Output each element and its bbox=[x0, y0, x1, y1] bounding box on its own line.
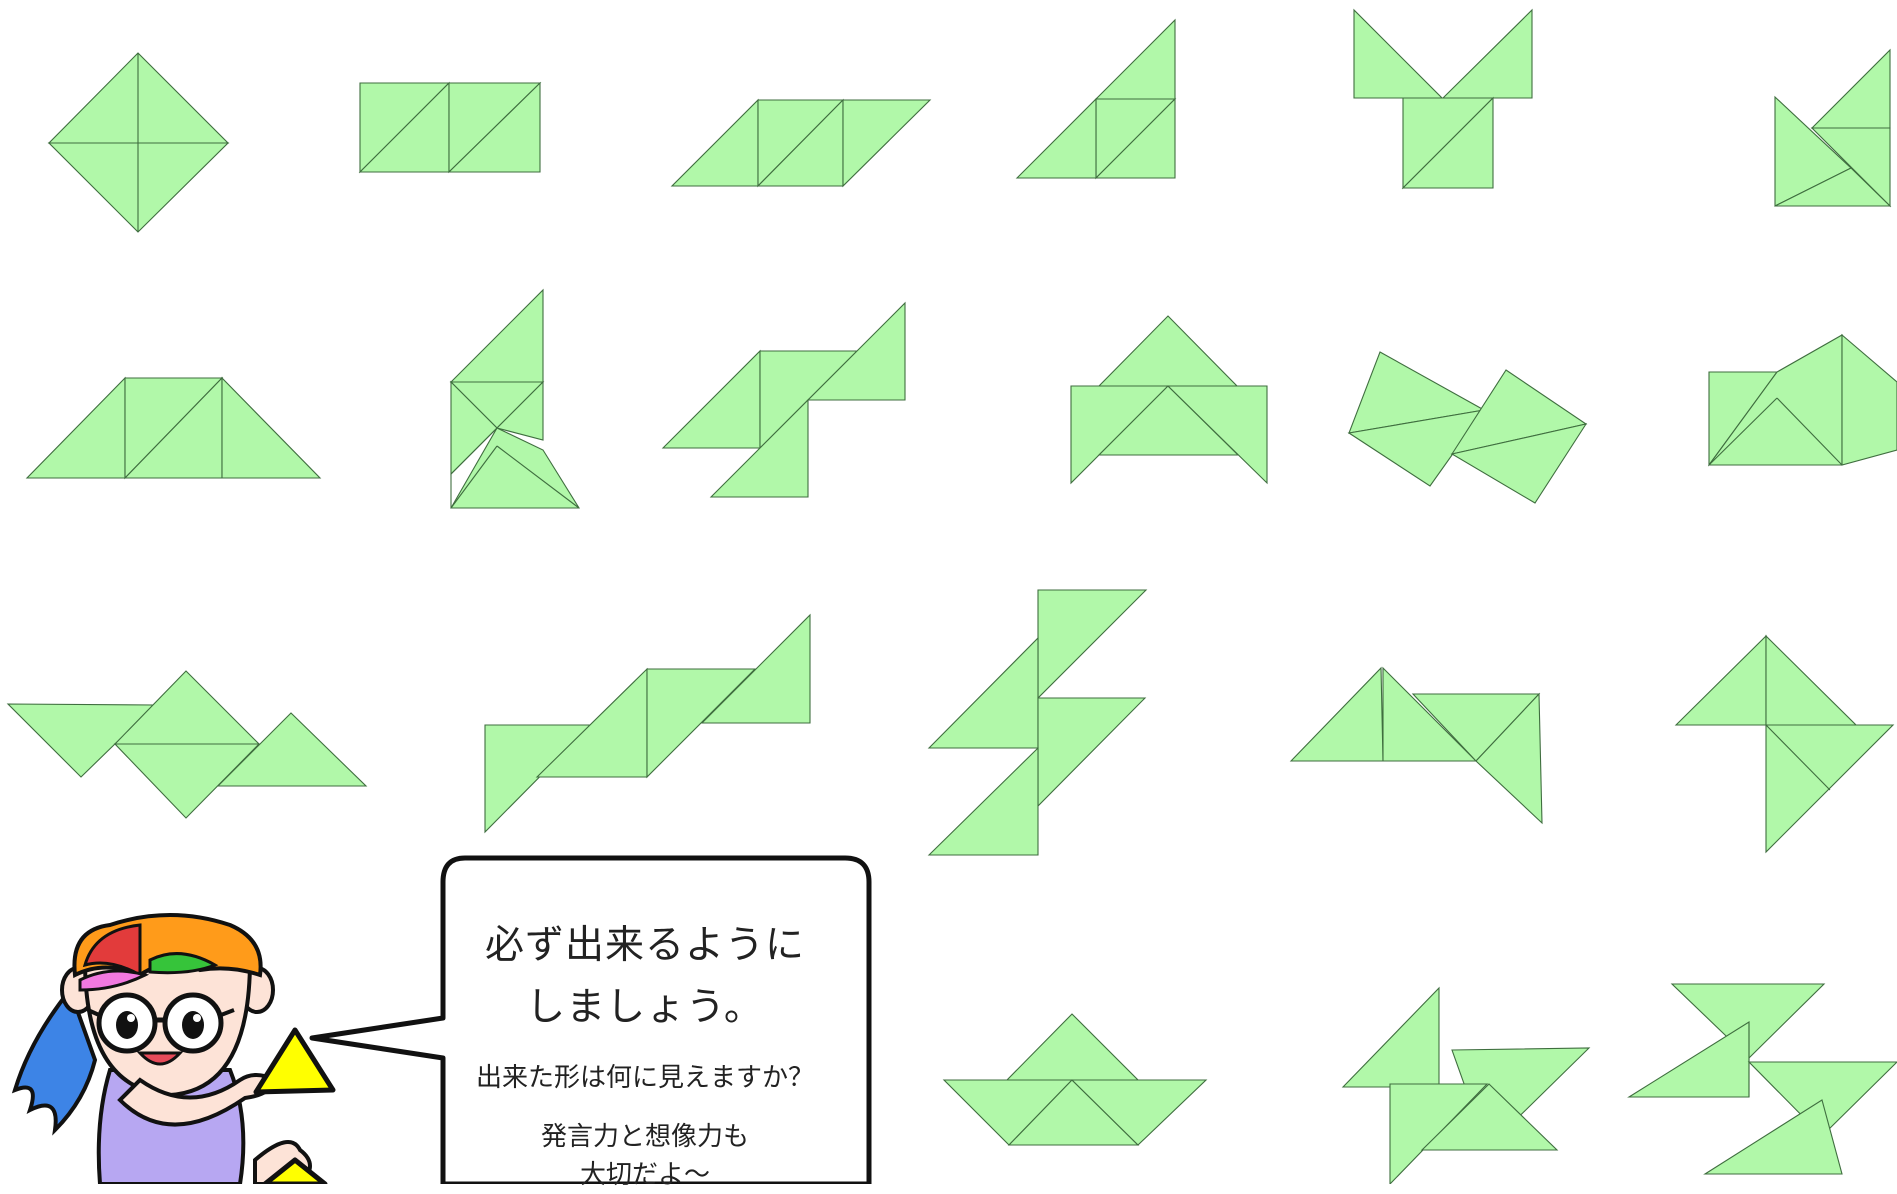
puzzle-long-zigzag bbox=[484, 613, 811, 834]
tangram-triangle bbox=[1703, 1099, 1843, 1175]
tangram-triangle bbox=[1070, 1079, 1208, 1146]
yellow-triangle-1 bbox=[253, 1027, 336, 1095]
tangram-triangle bbox=[1166, 385, 1268, 485]
puzzle-bird-standing bbox=[1674, 634, 1895, 854]
tangram-triangle bbox=[1015, 97, 1097, 179]
puzzle-fish bbox=[1774, 48, 1892, 208]
puzzle-bird bbox=[6, 670, 368, 819]
puzzle-zigzag bbox=[661, 301, 906, 498]
puzzle-rectangle bbox=[358, 81, 542, 174]
puzzle-pinwheel bbox=[1341, 986, 1591, 1184]
tangram-triangle bbox=[1094, 97, 1176, 179]
puzzle-lightning bbox=[927, 589, 1148, 856]
tangram-triangle bbox=[1341, 986, 1440, 1088]
puzzle-cat bbox=[1289, 666, 1543, 825]
puzzle-hourglass bbox=[1627, 983, 1897, 1175]
tangram-triangle bbox=[1674, 634, 1767, 726]
piece-edge bbox=[450, 427, 498, 475]
tangram-triangle bbox=[1005, 1013, 1140, 1081]
tangram-triangle bbox=[1382, 666, 1478, 762]
tangram-triangle bbox=[1289, 666, 1384, 762]
puzzle-boat bbox=[942, 1013, 1208, 1146]
tangram-triangle bbox=[1097, 315, 1239, 387]
tangram-triangle bbox=[450, 427, 580, 509]
tangram-triangle bbox=[1353, 8, 1444, 99]
puzzle-two-squares bbox=[1347, 351, 1588, 504]
bubble-question: 出来た形は何に見えますか？ bbox=[475, 1063, 814, 1093]
tangram-triangle bbox=[25, 376, 126, 479]
tangram-triangle bbox=[449, 288, 544, 383]
speech-bubble bbox=[309, 855, 872, 1184]
tangram-triangle bbox=[495, 380, 544, 441]
tangram-triangle bbox=[1774, 167, 1892, 207]
tangram-triangle bbox=[646, 668, 757, 779]
tangram-triangle bbox=[927, 746, 1039, 856]
tangram-triangle bbox=[1475, 692, 1543, 825]
tangram-triangle bbox=[709, 398, 809, 498]
bubble-main-line2: しましょう。 bbox=[526, 985, 764, 1030]
tangram-triangle bbox=[1037, 697, 1147, 808]
tangram-triangle bbox=[700, 613, 811, 724]
puzzle-trapezoid bbox=[25, 376, 322, 480]
piece-edge bbox=[1776, 397, 1843, 466]
tangram-triangle bbox=[1810, 48, 1891, 129]
piece-edge bbox=[1765, 724, 1831, 791]
tangram-triangle bbox=[1401, 96, 1494, 189]
piece-edge bbox=[1708, 397, 1778, 466]
tangram-triangle bbox=[670, 98, 759, 187]
tangram-triangle bbox=[1841, 333, 1897, 466]
tangram-triangle bbox=[1420, 1083, 1559, 1151]
puzzle-parallelogram bbox=[670, 98, 932, 188]
bubble-hint-line1: 発言力と想像力も bbox=[540, 1122, 749, 1152]
tangram-triangle bbox=[1627, 1021, 1750, 1098]
tangram-triangle bbox=[447, 81, 541, 173]
bubble-hint-line2: 大切だよ〜 bbox=[579, 1160, 710, 1190]
yellow-triangle-2 bbox=[262, 1157, 328, 1184]
tangram-triangle bbox=[535, 667, 648, 778]
bubble-hint: 発言力と想像力も 大切だよ〜 bbox=[455, 1118, 835, 1194]
tangram-triangle bbox=[1037, 589, 1148, 700]
bubble-main-text: 必ず出来るように しましょう。 bbox=[455, 915, 835, 1039]
tangram-triangle bbox=[1670, 983, 1826, 1059]
tangram-triangle bbox=[1441, 8, 1533, 99]
tangram-triangle bbox=[661, 349, 761, 449]
puzzle-tall-figure bbox=[449, 288, 580, 509]
piece-edge bbox=[450, 445, 498, 509]
puzzle-stair-triangle bbox=[1015, 18, 1177, 180]
puzzle-diamond bbox=[47, 52, 230, 233]
puzzle-house-side bbox=[1707, 333, 1897, 467]
tangram-triangle bbox=[842, 99, 932, 188]
tangram-triangle bbox=[1747, 1061, 1897, 1137]
tangram-triangle bbox=[1450, 423, 1588, 504]
bubble-main-line1: 必ず出来るように bbox=[484, 923, 805, 968]
tangram-triangle bbox=[927, 636, 1039, 749]
tangram-triangle bbox=[1765, 634, 1858, 726]
tangram-triangle bbox=[221, 376, 322, 479]
piece-edge bbox=[496, 445, 580, 509]
tangram-triangle bbox=[1094, 18, 1176, 100]
puzzle-house bbox=[1070, 315, 1268, 485]
tangram-triangle bbox=[216, 712, 368, 787]
tangram-triangle bbox=[806, 301, 906, 401]
puzzle-cat-face bbox=[1353, 8, 1533, 190]
character-girl bbox=[11, 913, 312, 1184]
